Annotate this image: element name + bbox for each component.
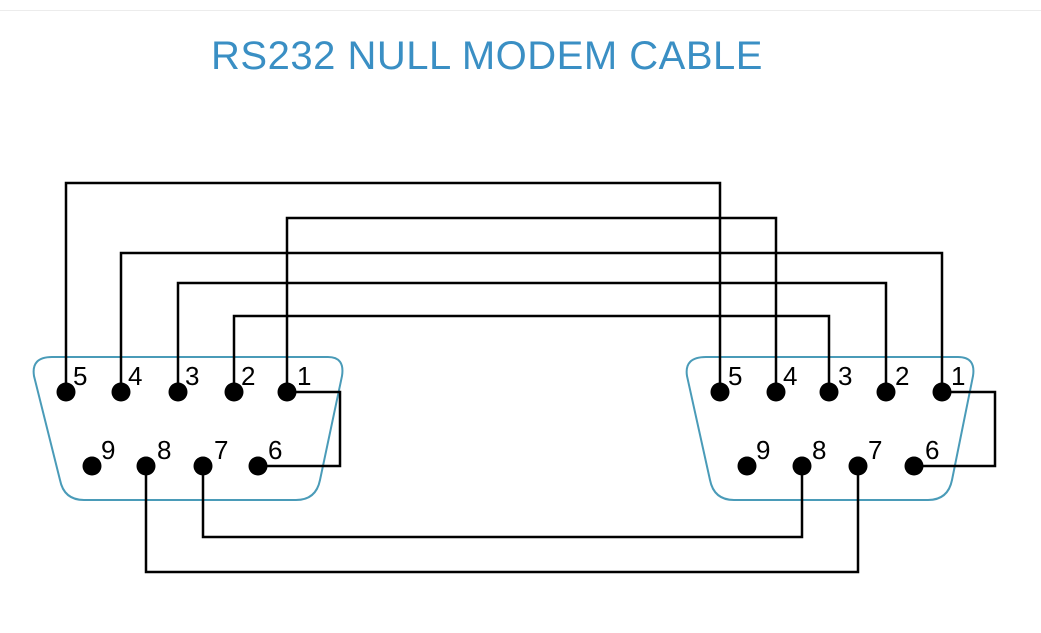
- left-pin-1: [277, 382, 297, 402]
- right-pin-label-8: 8: [812, 435, 826, 465]
- right-pin-label-7: 7: [868, 435, 882, 465]
- wire-left3-right3: [176, 281, 888, 392]
- left-pin-8: [136, 456, 156, 476]
- left-connector-pin-labels: 5 4 3 2 1 9 8 7 6: [73, 361, 311, 465]
- left-pin-7: [193, 456, 213, 476]
- left-pin-label-1: 1: [297, 361, 311, 391]
- left-pin-3: [168, 382, 188, 402]
- right-db9-connector-shell: [685, 356, 975, 501]
- right-pin-6: [904, 456, 924, 476]
- left-connector-pins: [56, 382, 297, 476]
- wire-left8-right7: [144, 466, 860, 574]
- left-pin-label-9: 9: [101, 435, 115, 465]
- left-pin-6: [248, 456, 268, 476]
- right-pin-8: [792, 456, 812, 476]
- right-connector-pin-labels: 5 4 3 2 1 9 8 7 6: [728, 361, 965, 465]
- right-connector-pins: [710, 382, 952, 476]
- left-pin-label-4: 4: [128, 361, 142, 391]
- left-pin-label-6: 6: [268, 435, 282, 465]
- left-pin-9: [82, 456, 102, 476]
- right-pin-3: [819, 382, 839, 402]
- left-pin-4: [111, 382, 131, 402]
- left-pin-label-5: 5: [73, 361, 87, 391]
- right-pin-label-6: 6: [925, 435, 939, 465]
- left-pin-2: [224, 382, 244, 402]
- right-pin-7: [848, 456, 868, 476]
- right-pin-2: [876, 382, 896, 402]
- right-pin-4: [766, 382, 786, 402]
- left-pin-5: [56, 382, 76, 402]
- wire-left4-right2: [119, 251, 944, 392]
- wire-left2-right5: [232, 314, 831, 392]
- left-pin-label-7: 7: [214, 435, 228, 465]
- wire-left7-right8: [201, 466, 804, 539]
- right-pin-label-2: 2: [895, 361, 909, 391]
- right-pin-1: [932, 382, 952, 402]
- right-pin-5: [710, 382, 730, 402]
- diagram-title: RS232 NULL MODEM CABLE: [211, 34, 763, 78]
- wire-left1-right4: [285, 216, 778, 392]
- top-divider: [0, 10, 1041, 11]
- left-pin-label-3: 3: [185, 361, 199, 391]
- wire-left5-right1: [64, 181, 722, 392]
- right-pin-label-4: 4: [783, 361, 797, 391]
- left-db9-connector-shell: [32, 356, 344, 501]
- left-loopback-1-6: [258, 390, 342, 468]
- right-pin-9: [737, 456, 757, 476]
- left-pin-label-2: 2: [241, 361, 255, 391]
- right-loopback-1-6: [914, 390, 997, 468]
- right-pin-label-5: 5: [728, 361, 742, 391]
- right-pin-label-3: 3: [838, 361, 852, 391]
- left-pin-label-8: 8: [157, 435, 171, 465]
- right-pin-label-1: 1: [951, 361, 965, 391]
- right-pin-label-9: 9: [756, 435, 770, 465]
